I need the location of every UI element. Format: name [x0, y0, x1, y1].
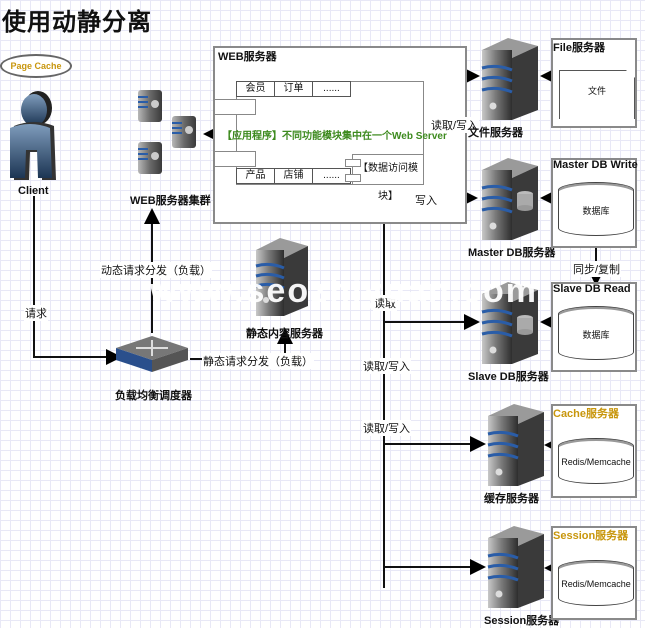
database-cylinder-icon: 数据库	[558, 182, 634, 236]
server-label: Master DB服务器	[468, 247, 556, 259]
file-document-icon: 文件	[559, 70, 635, 119]
client-label: Client	[18, 185, 49, 197]
server-label: Session服务器	[484, 615, 560, 627]
module-more-top: ......	[312, 81, 351, 97]
edge-label-master: 写入	[414, 192, 438, 208]
file-content-label: 文件	[587, 86, 606, 96]
edge-label-static: 静态请求分发（负载）	[202, 353, 314, 369]
edge-label-slave: 读取	[373, 295, 397, 311]
module-store: 店铺	[274, 168, 313, 184]
edge-label-dynamic: 动态请求分发（负载）	[100, 262, 212, 278]
edge-label-session: 读取/写入	[362, 420, 412, 436]
edge-label-file: 读取/写入	[430, 117, 480, 133]
page-title: 使用动静分离	[2, 9, 152, 36]
watermark: www.seozhiyuan.com	[150, 272, 539, 310]
server-icon	[481, 158, 538, 240]
database-content-label: 数据库	[582, 330, 610, 340]
server-icon	[481, 38, 538, 120]
database-content-label: Redis/Memcache	[561, 457, 631, 467]
page-cache-badge: Page Cache	[0, 54, 72, 78]
edge-label-sync: 同步/复制	[572, 261, 622, 277]
static-server-label: 静态内容服务器	[246, 328, 323, 340]
data-access-module: 【数据访问模块】	[352, 154, 424, 202]
database-cylinder-icon: Redis/Memcache	[558, 560, 634, 606]
server-box-title: Slave DB Read	[553, 283, 631, 295]
port-icon	[345, 159, 361, 167]
database-content-label: 数据库	[582, 206, 610, 216]
edge-label-request: 请求	[24, 305, 48, 321]
server-label: 缓存服务器	[484, 493, 539, 505]
web-cluster-icon	[138, 90, 196, 174]
module-member: 会员	[236, 81, 275, 97]
server-label: Slave DB服务器	[468, 371, 549, 383]
app-description: 【应用程序】不同功能模块集中在一个Web Server	[222, 131, 447, 142]
database-cylinder-icon: Redis/Memcache	[558, 438, 634, 484]
database-content-label: Redis/Memcache	[561, 579, 631, 589]
load-balancer-label: 负载均衡调度器	[115, 390, 192, 402]
component-tab-top	[214, 99, 256, 115]
database-cylinder-icon: 数据库	[558, 306, 634, 360]
server-box-title: Cache服务器	[553, 408, 620, 420]
server-box-title: Master DB Write	[553, 159, 638, 171]
module-product: 产品	[236, 168, 275, 184]
edge-request	[33, 196, 122, 365]
server-icon	[487, 404, 544, 486]
web-cluster-label: WEB服务器集群	[130, 195, 211, 207]
page-cache-label: Page Cache	[10, 61, 62, 71]
server-label: 文件服务器	[468, 127, 523, 139]
server-box-title: Session服务器	[553, 530, 629, 542]
client-person-icon	[10, 91, 56, 180]
server-icon	[481, 282, 538, 364]
server-icon	[487, 526, 544, 608]
load-balancer-icon	[116, 336, 188, 372]
static-server-icon	[255, 238, 308, 316]
web-server-title: WEB服务器	[218, 51, 277, 63]
edge-label-cache-1: 读取/写入	[362, 358, 412, 374]
port-icon	[345, 174, 361, 182]
component-tab-bottom	[214, 151, 256, 167]
server-box-title: File服务器	[553, 42, 605, 54]
module-order: 订单	[274, 81, 313, 97]
